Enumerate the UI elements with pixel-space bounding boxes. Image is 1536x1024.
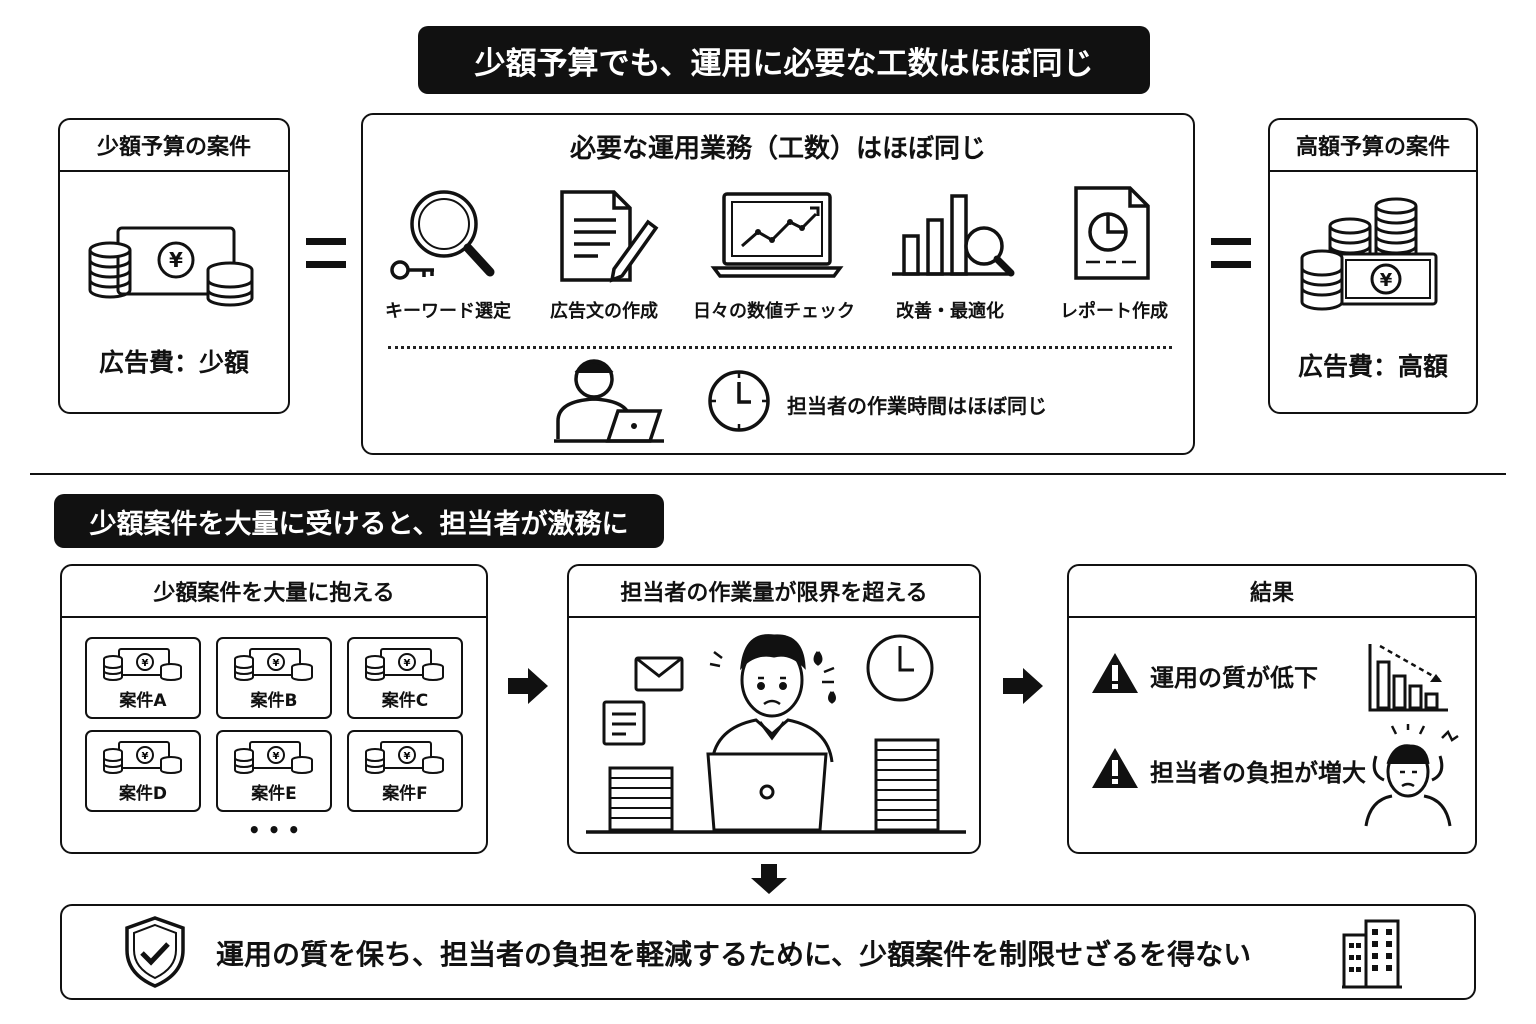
small-budget-header: 少額予算の案件 xyxy=(60,120,288,172)
case-label: 案件D xyxy=(118,784,168,804)
equals-sign-right xyxy=(1211,238,1251,268)
svg-text:¥: ¥ xyxy=(404,658,411,669)
svg-text:¥: ¥ xyxy=(169,248,183,272)
task-label-keyword: キーワード選定 xyxy=(385,301,511,322)
task-label-report: レポート作成 xyxy=(1060,301,1168,322)
svg-text:¥: ¥ xyxy=(273,658,280,669)
case-card: ¥ 案件C xyxy=(347,637,463,719)
case-label: 案件B xyxy=(250,691,298,711)
arrow-right-icon xyxy=(1003,668,1043,704)
cases-header: 少額案件を大量に抱える xyxy=(62,566,486,618)
case-label: 案件C xyxy=(381,691,429,711)
required-tasks-header: 必要な運用業務（工数）はほぼ同じ xyxy=(569,134,986,164)
section2-title: 少額案件を大量に受けると、担当者が激務に xyxy=(54,494,664,548)
task-label-ad-copy: 広告文の作成 xyxy=(550,301,658,322)
result-item-burden-increase: 担当者の負担が増大 xyxy=(1150,759,1366,787)
overworked-person-illustration xyxy=(586,634,966,834)
building-icon xyxy=(1342,919,1402,989)
declining-bar-chart-icon xyxy=(1368,644,1448,712)
svg-text:¥: ¥ xyxy=(142,751,149,762)
small-budget-caption: 広告費：少額 xyxy=(98,348,249,377)
case-card: ¥ 案件A xyxy=(85,637,201,719)
arrow-down-icon xyxy=(751,864,787,894)
case-money-icon: ¥ xyxy=(103,648,182,681)
svg-text:¥: ¥ xyxy=(273,751,280,762)
person-laptop-icon xyxy=(554,359,664,443)
result-header: 結果 xyxy=(1069,566,1475,618)
svg-text:¥: ¥ xyxy=(1380,270,1393,291)
dotted-divider xyxy=(388,346,1172,349)
task-label-optimize: 改善・最適化 xyxy=(896,301,1004,322)
small-budget-money-icon: ¥ xyxy=(88,226,254,307)
bar-chart-search-icon xyxy=(892,194,1015,277)
case-money-icon: ¥ xyxy=(365,741,444,774)
stressed-person-icon xyxy=(1364,724,1459,827)
conclusion-panel xyxy=(60,904,1476,1000)
workload-header: 担当者の作業量が限界を超える xyxy=(569,566,979,618)
magnifier-key-icon xyxy=(390,190,495,280)
equals-sign-left xyxy=(306,238,346,268)
case-money-icon: ¥ xyxy=(365,648,444,681)
warning-icon xyxy=(1092,748,1138,788)
clock-icon xyxy=(708,370,770,432)
case-label: 案件F xyxy=(382,784,428,804)
case-card: ¥ 案件E xyxy=(216,730,332,812)
laptop-chart-icon xyxy=(710,192,844,278)
svg-text:¥: ¥ xyxy=(142,658,149,669)
large-budget-header: 高額予算の案件 xyxy=(1270,120,1476,172)
section-divider xyxy=(30,473,1506,475)
more-cases-ellipsis: • • • xyxy=(247,818,301,842)
case-money-icon: ¥ xyxy=(234,648,313,681)
warning-icon xyxy=(1092,653,1138,693)
cases-panel: 少額案件を大量に抱える xyxy=(60,564,488,854)
required-tasks-panel xyxy=(361,113,1195,455)
case-label: 案件A xyxy=(119,691,167,711)
document-pen-icon xyxy=(560,190,659,283)
time-note: 担当者の作業時間はほぼ同じ xyxy=(787,394,1047,418)
conclusion-text: 運用の質を保ち、担当者の負担を軽減するために、少額案件を制限せざるを得ない xyxy=(216,938,1252,971)
case-label: 案件E xyxy=(251,784,297,804)
large-budget-caption: 広告費：高額 xyxy=(1297,352,1448,381)
case-card: ¥ 案件F xyxy=(347,730,463,812)
shield-check-icon xyxy=(125,916,185,988)
case-money-icon: ¥ xyxy=(103,741,182,774)
report-pie-icon xyxy=(1074,186,1150,280)
case-card: ¥ 案件B xyxy=(216,637,332,719)
case-card: ¥ 案件D xyxy=(85,730,201,812)
large-budget-money-icon: ¥ xyxy=(1300,197,1438,311)
result-item-quality-drop: 運用の質が低下 xyxy=(1150,664,1318,692)
case-money-icon: ¥ xyxy=(234,741,313,774)
task-label-daily-check: 日々の数値チェック xyxy=(693,301,855,322)
arrow-right-icon xyxy=(508,668,548,704)
svg-text:¥: ¥ xyxy=(404,751,411,762)
page-title: 少額予算でも、運用に必要な工数はほぼ同じ xyxy=(418,26,1150,94)
